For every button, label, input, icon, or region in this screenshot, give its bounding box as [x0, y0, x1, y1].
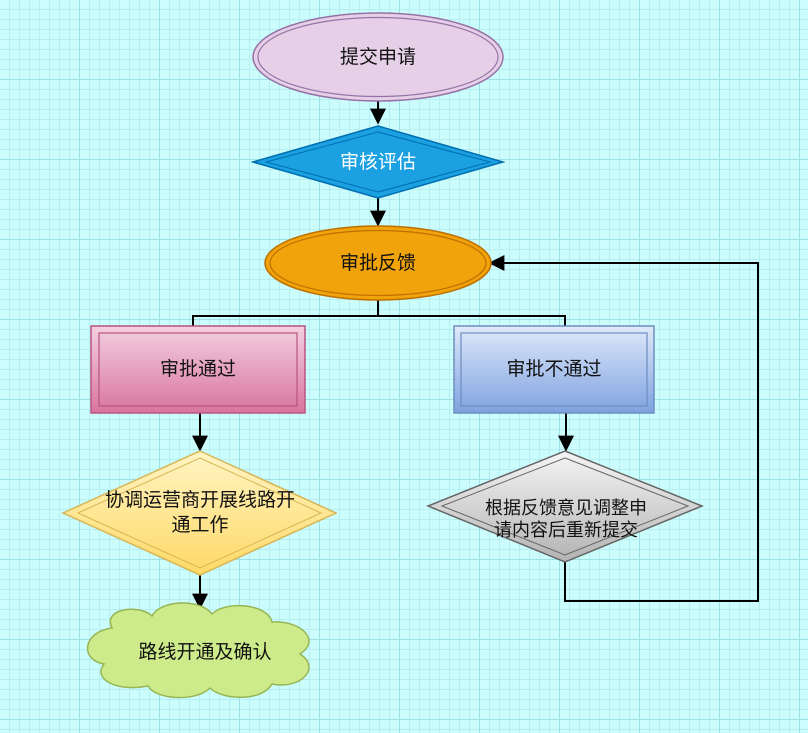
- edge-split-approved: [192, 315, 566, 334]
- node-review-shape[interactable]: [250, 125, 506, 199]
- node-feedback-label: 审批反馈: [339, 251, 416, 274]
- node-coordinate-shape[interactable]: [61, 450, 338, 576]
- node-confirm-label: 路线开通及确认: [138, 640, 272, 663]
- node-resubmit-label: 根据反馈意见调整申请内容后重新提交: [485, 497, 647, 542]
- node-feedback-shape[interactable]: [264, 225, 492, 301]
- node-rejected-shape[interactable]: [453, 325, 655, 414]
- node-submit-shape[interactable]: [252, 12, 504, 102]
- edge-resubmit-loop: [488, 255, 759, 602]
- node-confirm-shape[interactable]: [87, 602, 310, 699]
- node-submit-label: 提交申请: [339, 45, 416, 68]
- node-approved-label: 审批通过: [159, 357, 236, 380]
- node-resubmit-shape[interactable]: [426, 450, 704, 563]
- node-approved-shape[interactable]: [90, 325, 306, 414]
- node-review-label: 审核评估: [339, 150, 416, 173]
- node-coordinate-label: 协调运营商开展线路开通工作: [105, 489, 296, 536]
- node-rejected-label: 审批不通过: [506, 357, 602, 380]
- connectors: [192, 100, 759, 610]
